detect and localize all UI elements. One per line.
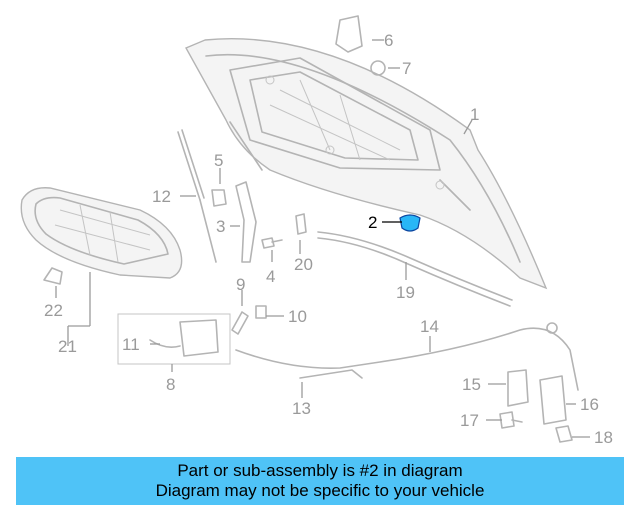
support-strut-12	[177, 129, 217, 263]
highlighted-part-2	[399, 214, 421, 232]
hood-panel	[185, 38, 548, 290]
nut-5-shape	[211, 189, 227, 207]
callout-10: 10	[288, 307, 307, 326]
callout-9: 9	[236, 275, 245, 294]
hinge-3-shape	[235, 181, 257, 263]
callout-16: 16	[580, 395, 599, 414]
bumper-20-shape	[295, 213, 307, 235]
callout-5: 5	[214, 151, 223, 170]
banner-line-1: Part or sub-assembly is #2 in diagram	[177, 461, 463, 480]
bracket-6-shape	[335, 15, 363, 53]
release-handle-13-shape	[299, 369, 363, 379]
callout-12: 12	[152, 187, 171, 206]
cable-11-shape	[149, 339, 181, 348]
clip-10-shape	[255, 305, 267, 319]
screw-17-shape	[499, 411, 523, 429]
latch-group-box	[117, 313, 231, 365]
callout-2: 2	[368, 213, 377, 232]
bolt-9-shape	[231, 311, 249, 335]
bolt-4-shape	[261, 237, 283, 249]
cap-7-shape	[370, 60, 386, 76]
callout-15: 15	[462, 375, 481, 394]
callout-14: 14	[420, 317, 439, 336]
release-cable-14	[235, 322, 579, 391]
latch-8-shape	[179, 319, 219, 357]
callout-leaders	[55, 39, 590, 438]
callout-18: 18	[594, 428, 613, 447]
callout-3: 3	[216, 217, 225, 236]
plate-15-shape	[507, 369, 529, 407]
callout-20: 20	[294, 255, 313, 274]
part-info-banner: Part or sub-assembly is #2 in diagram Di…	[16, 457, 624, 505]
callout-22: 22	[44, 301, 63, 320]
latch-16-shape	[539, 375, 567, 425]
callout-11: 11	[122, 335, 140, 354]
callout-13: 13	[292, 399, 311, 418]
callout-6: 6	[384, 31, 393, 50]
callout-21: 21	[58, 337, 77, 356]
callout-8: 8	[166, 375, 175, 394]
callout-19: 19	[396, 283, 415, 302]
callout-17: 17	[460, 411, 479, 430]
hood-seal-19	[317, 231, 513, 307]
grommet-18-shape	[555, 425, 573, 443]
hood-insulator	[20, 187, 183, 279]
clip-22-shape	[43, 267, 63, 285]
banner-line-2: Diagram may not be specific to your vehi…	[155, 481, 485, 500]
callout-labels: 6 7 1 2 5 12 3 4 20 19 9 10 11 8 14 13 1…	[44, 31, 613, 447]
parts-diagram: 6 7 1 2 5 12 3 4 20 19 9 10 11 8 14 13 1…	[20, 15, 613, 447]
callout-7: 7	[402, 59, 411, 78]
callout-1: 1	[470, 105, 479, 124]
callout-4: 4	[266, 267, 275, 286]
